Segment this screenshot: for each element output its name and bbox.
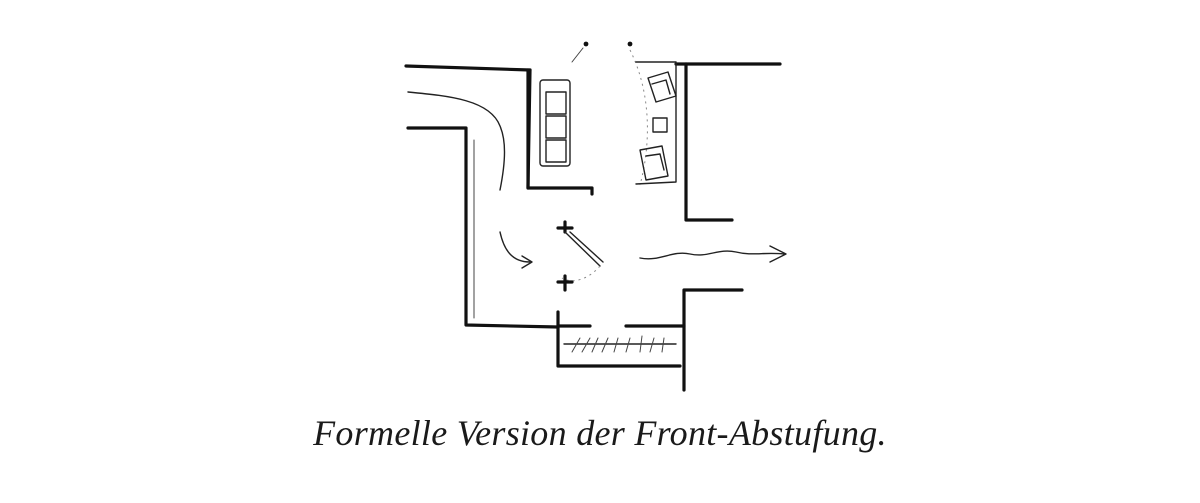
lower-left-wall xyxy=(556,310,682,368)
figure-caption: Formelle Version der Front-Abstufung. xyxy=(313,413,887,453)
flow-arrow-icon xyxy=(639,245,787,263)
sofa-icon xyxy=(539,79,571,167)
left-corridor-wall xyxy=(406,91,560,329)
armchair-icon xyxy=(647,71,677,103)
floor-plan-sketch xyxy=(404,41,787,392)
door-icon xyxy=(556,220,604,292)
entry-arrow-icon xyxy=(499,231,533,269)
upper-left-wall xyxy=(404,64,594,196)
top-annotations xyxy=(571,41,648,186)
upper-right-wall xyxy=(635,61,782,222)
wardrobe-icon xyxy=(563,335,677,353)
armchair-icon xyxy=(639,145,669,181)
lower-right-wall xyxy=(624,288,744,392)
side-table-icon xyxy=(652,117,668,133)
